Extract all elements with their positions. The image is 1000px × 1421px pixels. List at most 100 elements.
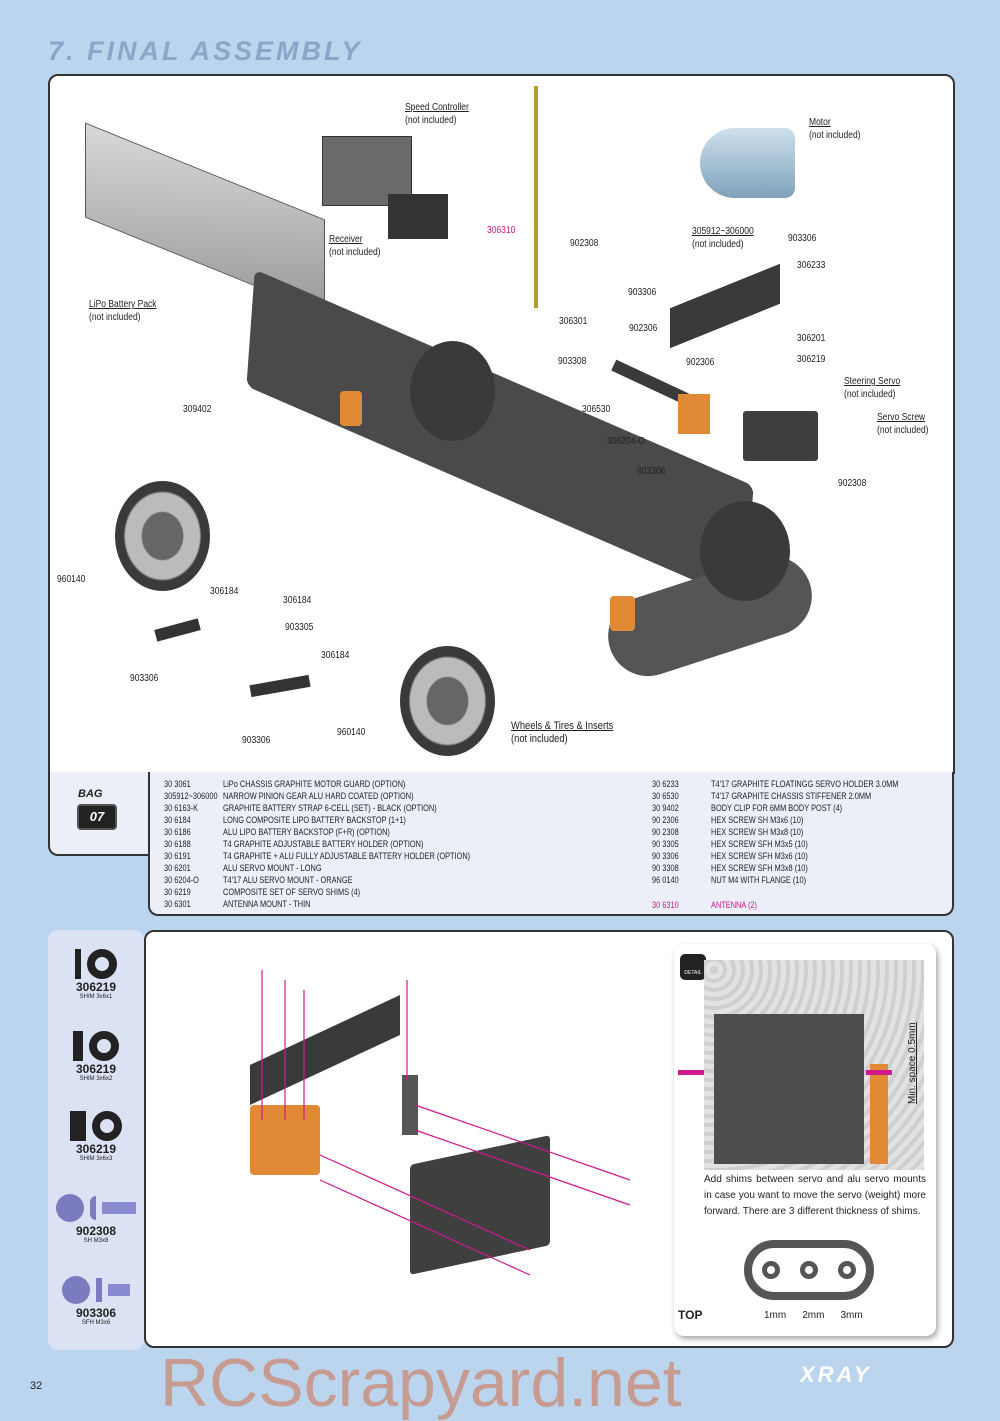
part-description: HEX SCREW SFH M3x6 (10)	[711, 851, 808, 861]
part-code: 30 6301	[164, 899, 191, 909]
parts-list-row: 90 2308 HEX SCREW SH M3x8 (10)	[652, 826, 803, 838]
parts-list-row: 30 6186 ALU LIPO BATTERY BACKSTOP (F+R) (…	[164, 826, 390, 838]
wheel-rear-left	[115, 481, 210, 591]
front-shock	[610, 596, 635, 631]
callout: 306219	[797, 354, 826, 365]
antenna	[534, 86, 538, 308]
part-code: 30 9402	[652, 803, 679, 813]
servo-mount-long	[402, 1075, 418, 1135]
label-motor: Motor(not included)	[809, 117, 861, 141]
callout: 903306	[628, 287, 657, 298]
parts-list-row: 30 6301 ANTENNA MOUNT - THIN	[164, 898, 311, 910]
rear-shock	[340, 391, 362, 426]
servo-detail	[714, 1014, 864, 1164]
parts-list-row: 305912~306000 NARROW PINION GEAR ALU HARD…	[164, 790, 414, 802]
battery-backstop	[249, 674, 311, 698]
bag-number: 07	[77, 804, 117, 830]
part-description: HEX SCREW SFH M3x8 (10)	[711, 863, 808, 873]
part-description: NARROW PINION GEAR ALU HARD COATED (OPTI…	[223, 791, 414, 801]
shim-icon	[48, 948, 144, 980]
servo-mount-detail	[870, 1064, 888, 1164]
part-description: T4 GRAPHITE + ALU FULLY ADJUSTABLE BATTE…	[223, 851, 471, 861]
part-code: 30 6186	[164, 827, 191, 837]
callout: 903305	[285, 622, 314, 633]
callout: 306310	[487, 225, 516, 236]
parts-list-row: 30 6233 T4'17 GRAPHITE FLOATINGG SERVO HO…	[652, 778, 898, 790]
wheel-front-right	[700, 501, 790, 601]
part-code: 30 6163-K	[164, 803, 199, 813]
motor	[700, 128, 795, 198]
parts-list-row: 30 6219 COMPOSITE SET OF SERVO SHIMS (4)	[164, 886, 360, 898]
part-code: 305912~306000	[164, 791, 218, 801]
part-code: 90 3308	[652, 863, 679, 873]
callout: 306530	[582, 404, 611, 415]
part-code: 90 2306	[652, 815, 679, 825]
part-description: COMPOSITE SET OF SERVO SHIMS (4)	[223, 887, 361, 897]
shim-sprue	[744, 1240, 874, 1300]
parts-list-row: 30 6201 ALU SERVO MOUNT - LONG	[164, 862, 322, 874]
battery-backstop	[154, 618, 201, 642]
detail-badge: DETAIL	[680, 954, 706, 980]
callout: 902308	[570, 238, 599, 249]
shim-highlight	[678, 1070, 704, 1075]
callout: 306233	[797, 260, 826, 271]
part-code: 30 6233	[652, 779, 679, 789]
part-description: T4'17 GRAPHITE CHASSIS STIFFENER 2.0MM	[711, 791, 872, 801]
callout: 902306	[629, 323, 658, 334]
part-code: 30 6201	[164, 863, 191, 873]
part-description: ANTENNA (2)	[711, 900, 757, 910]
callout: 902308	[838, 478, 867, 489]
callout: 306184	[210, 586, 239, 597]
label-servo-screw: Servo Screw(not included)	[877, 412, 929, 436]
page-number: 32	[30, 1380, 43, 1392]
wheel-rear-right	[410, 341, 495, 441]
page-title: 7. FINAL ASSEMBLY	[48, 36, 363, 66]
part-description: NUT M4 WITH FLANGE (10)	[711, 875, 807, 885]
callout: 306204-O	[607, 436, 645, 447]
part-code: 30 6191	[164, 851, 191, 861]
shim-highlight	[866, 1070, 892, 1075]
detail-box: DETAIL Min. space 0.5mm Add shims betwee…	[674, 944, 936, 1336]
screw-icon	[48, 1192, 144, 1224]
label-speed-controller: Speed Controller(not included)	[405, 102, 469, 126]
parts-list-row-highlight: 30 6310 ANTENNA (2)	[652, 899, 757, 911]
callout: 903306	[788, 233, 817, 244]
receiver	[388, 194, 448, 239]
steering-servo	[743, 411, 818, 461]
callout: 903306	[130, 673, 159, 684]
callout: 306184	[321, 650, 350, 661]
label-wheels: Wheels & Tires & Inserts(not included)	[511, 720, 614, 745]
part-description: T4'17 ALU SERVO MOUNT - ORANGE	[223, 875, 353, 885]
label-receiver: Receiver(not included)	[329, 234, 381, 258]
shim-icon	[48, 1030, 144, 1062]
callout: 306184	[283, 595, 312, 606]
label-pinion: 305912~306000(not included)	[692, 226, 754, 250]
part-code: 30 6219	[164, 887, 191, 897]
part-code: 90 2308	[652, 827, 679, 837]
part-code: 96 0140	[652, 875, 679, 885]
part-code: 90 3306	[652, 851, 679, 861]
part-description: BODY CLIP FOR 6MM BODY POST (4)	[711, 803, 843, 813]
part-description: ANTENNA MOUNT - THIN	[223, 899, 311, 909]
detail-note: Add shims between servo and alu servo mo…	[704, 1174, 926, 1217]
callout: 309402	[183, 404, 212, 415]
parts-list-row: 90 3308 HEX SCREW SFH M3x8 (10)	[652, 862, 808, 874]
exploded-diagram	[50, 76, 953, 770]
top-view-label: TOP	[678, 1308, 703, 1322]
part-description: HEX SCREW SH M3x8 (10)	[711, 827, 804, 837]
part-description: ALU LIPO BATTERY BACKSTOP (F+R) (OPTION)	[223, 827, 390, 837]
part-description: T4'17 GRAPHITE FLOATINGG SERVO HOLDER 3.…	[711, 779, 899, 789]
part-description: ALU SERVO MOUNT - LONG	[223, 863, 322, 873]
part-code: 30 6204-O	[164, 875, 199, 885]
part-code: 30 6310	[652, 900, 679, 910]
bag-box: BAG 07	[48, 772, 148, 856]
